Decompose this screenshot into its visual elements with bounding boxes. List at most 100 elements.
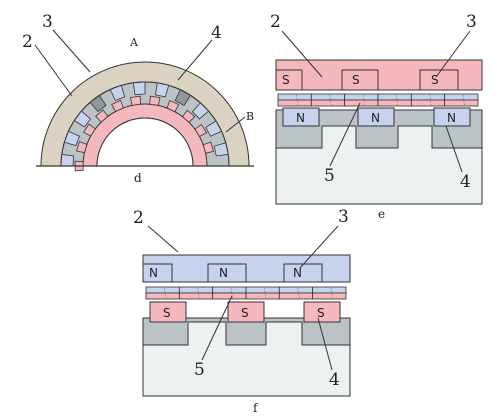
- e-coil-upper: [344, 93, 379, 101]
- f-coil-lower: [278, 292, 314, 300]
- d-rotor-tooth: [149, 95, 161, 106]
- e-leader-2: [281, 30, 323, 78]
- d-rotor-tooth: [194, 123, 208, 138]
- d-label-B: B: [246, 110, 254, 123]
- d-stator-tooth: [63, 130, 80, 147]
- d-rotor-tooth: [129, 95, 142, 106]
- e-top-pole-1: S: [282, 73, 290, 87]
- f-label-4: 4: [329, 370, 340, 390]
- d-rotor-tooth: [202, 141, 214, 154]
- f-label-5: 5: [194, 360, 205, 380]
- d-stator-tooth: [73, 110, 92, 128]
- e-coil-upper: [277, 93, 312, 101]
- f-label-2: 2: [133, 208, 144, 228]
- e-top-pole-3: S: [431, 73, 439, 87]
- e-coil-lower: [377, 99, 412, 107]
- e-bottom-pole-3: N: [447, 111, 456, 125]
- f-coil-lower: [245, 292, 280, 300]
- e-bottom-magnet-2: [357, 107, 395, 127]
- f-stator-teeth: [142, 317, 351, 346]
- f-coil-lower: [178, 292, 214, 300]
- f-top-pole-3: N: [293, 266, 302, 280]
- f-bottom-magnet-1: [149, 301, 187, 323]
- e-label-5: 5: [324, 166, 335, 186]
- e-bottom-pole-1: N: [296, 111, 305, 125]
- f-coil-lower: [212, 292, 247, 300]
- d-rotor-tooth: [83, 123, 96, 137]
- f-leader-3: [299, 225, 339, 269]
- e-coil-lower: [444, 99, 479, 107]
- d-stator-tooth: [155, 82, 170, 98]
- e-coil-upper: [410, 93, 446, 101]
- d-stator-tooth: [191, 102, 210, 120]
- d-leader-2: [34, 44, 73, 97]
- e-coil-upper: [310, 93, 346, 101]
- e-top-magnet-1: [275, 69, 303, 91]
- e-coil-upper: [444, 93, 479, 101]
- e-coil-layer: [277, 93, 479, 107]
- d-rotor-tooth: [76, 141, 88, 154]
- e-coil-lower: [310, 99, 346, 107]
- e-coil-lower: [277, 99, 312, 107]
- e-label-3: 3: [466, 12, 477, 32]
- d-leader-3: [52, 29, 91, 73]
- f-top-pole-2: N: [219, 266, 228, 280]
- f-coil-upper: [212, 286, 247, 294]
- f-leader-5: [201, 295, 233, 361]
- f-leader-2: [147, 225, 179, 253]
- d-rotor-tooth: [95, 109, 109, 123]
- d-stator-tooth: [60, 153, 75, 167]
- f-bottom-pole-1: S: [163, 306, 171, 320]
- d-rotor-tooth: [166, 100, 180, 113]
- d-label-4: 4: [211, 23, 222, 43]
- f-top-magnet-2: [207, 263, 247, 283]
- f-coil-upper: [245, 286, 280, 294]
- e-leader-3: [435, 30, 471, 78]
- d-stator-tooth: [205, 120, 223, 137]
- d-stator-tooth: [132, 81, 146, 96]
- f-leader-4: [317, 317, 333, 371]
- f-coil-lower: [312, 292, 347, 300]
- e-coil-lower: [410, 99, 446, 107]
- e-leader-4: [445, 125, 463, 173]
- e-leader-5: [329, 102, 361, 167]
- e-label-4: 4: [460, 172, 471, 192]
- d-label-3: 3: [42, 12, 53, 32]
- f-caption: f: [253, 401, 259, 415]
- f-top-magnet-1: [142, 263, 173, 283]
- d-leader-4: [177, 39, 213, 81]
- d-stator-tooth: [213, 142, 229, 157]
- f-coil-upper: [312, 286, 347, 294]
- f-top-pole-1: N: [149, 266, 158, 280]
- d-caption: d: [134, 171, 142, 185]
- d-stator-tooth: [174, 89, 192, 107]
- f-bottom-pole-3: S: [317, 306, 325, 320]
- d-label-A: A: [129, 36, 139, 49]
- f-bottom-pole-2: S: [241, 306, 249, 320]
- f-coil-lower: [145, 292, 180, 300]
- e-stator-teeth: [275, 109, 483, 149]
- d-rotor-tooth: [181, 109, 196, 123]
- e-coil-upper: [377, 93, 412, 101]
- diagram-e: N N N S S S 2 3 5 4 e: [270, 12, 483, 221]
- e-label-2: 2: [270, 12, 281, 32]
- diagram-d-shapes: [36, 61, 254, 172]
- d-bore: [96, 117, 194, 167]
- diagram-d: 3 2 4 A B d: [22, 12, 254, 185]
- f-coil-upper: [178, 286, 214, 294]
- e-caption: e: [378, 207, 385, 221]
- f-bottom-magnet-3: [303, 301, 341, 323]
- f-bottom-magnet-2: [227, 301, 265, 323]
- d-leader-B: [225, 116, 246, 133]
- d-stator-tooth: [89, 94, 107, 113]
- f-coil-layer: [145, 286, 347, 300]
- d-stator-tooth: [109, 84, 126, 101]
- f-coil-upper: [278, 286, 314, 294]
- f-coil-upper: [145, 286, 180, 294]
- e-bottom-magnet-1: [282, 107, 320, 127]
- e-top-pole-2: S: [352, 73, 360, 87]
- diagram-f: S S S N N N 2 3 5 4 f: [133, 207, 351, 415]
- e-coil-lower: [344, 99, 379, 107]
- e-top-magnet-3: [419, 69, 459, 91]
